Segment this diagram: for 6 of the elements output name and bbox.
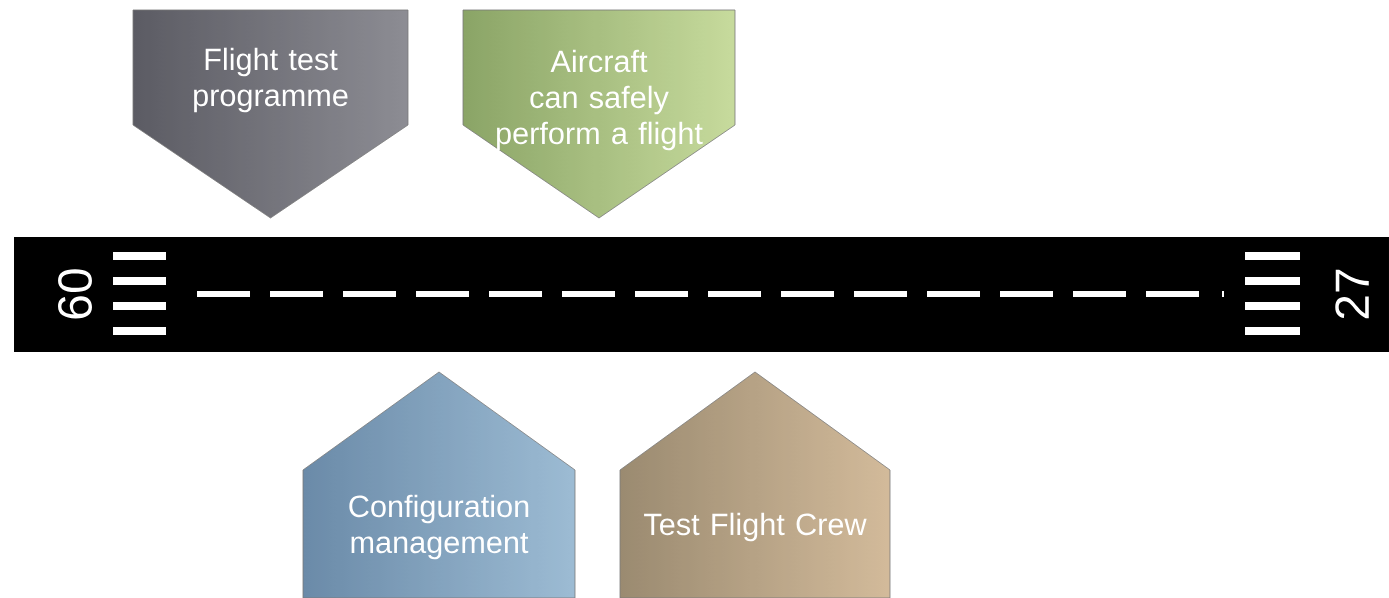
chevron-pointing-up: Test Flight Crew (619, 371, 891, 598)
chevron-pointing-up: Configuration management (302, 371, 576, 598)
runway-number: 09 (58, 269, 92, 319)
chevron-pointing-down: Aircraft can safely perform a flight (462, 9, 736, 219)
chevron-pointing-down: Flight test programme (132, 9, 409, 219)
runway-number: 27 (1335, 269, 1369, 319)
